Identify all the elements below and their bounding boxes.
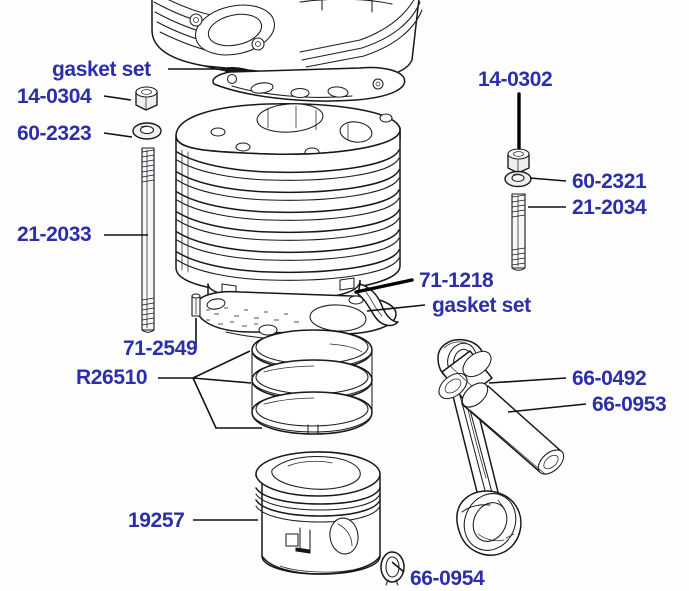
label-21-2033[interactable]: 21-2033 bbox=[17, 223, 92, 246]
leader-71-1218 bbox=[354, 278, 414, 294]
leader-14-0304 bbox=[103, 95, 132, 101]
head-gasket bbox=[212, 66, 406, 102]
leader-gasket-set-base bbox=[366, 304, 426, 312]
label-66-0492[interactable]: 66-0492 bbox=[572, 367, 647, 390]
stud-thread-top bbox=[141, 149, 155, 183]
nut-right bbox=[507, 148, 530, 174]
stud-thread-bottom bbox=[141, 297, 155, 326]
piston-ring-3 bbox=[251, 391, 373, 435]
leader-60-2321 bbox=[529, 177, 567, 182]
short-stud-thread-bottom bbox=[511, 247, 526, 266]
label-14-0302[interactable]: 14-0302 bbox=[478, 68, 553, 91]
cylinder-head bbox=[151, 0, 423, 87]
leader-66-0954 bbox=[391, 561, 405, 573]
leader-66-0492 bbox=[488, 377, 567, 384]
short-stud bbox=[504, 148, 532, 271]
part-labels: gasket set 14-0304 60-2323 21-2033 71-25… bbox=[17, 58, 667, 590]
leader-60-2323 bbox=[103, 132, 133, 138]
label-66-0954[interactable]: 66-0954 bbox=[410, 567, 485, 590]
piston-rings bbox=[251, 329, 373, 435]
label-gasket-set-top[interactable]: gasket set bbox=[52, 58, 152, 81]
piston bbox=[255, 451, 381, 575]
short-stud-thread-top bbox=[511, 194, 526, 218]
label-71-2549[interactable]: 71-2549 bbox=[123, 337, 198, 360]
cylinder-fins bbox=[176, 149, 400, 281]
circlip bbox=[380, 551, 405, 586]
label-R26510[interactable]: R26510 bbox=[76, 366, 148, 389]
base-gasket bbox=[195, 283, 399, 341]
gasket-texture bbox=[206, 307, 299, 327]
head-nut bbox=[135, 86, 158, 111]
gudgeon-pin bbox=[461, 382, 565, 475]
label-21-2034[interactable]: 21-2034 bbox=[572, 196, 647, 219]
label-19257[interactable]: 19257 bbox=[128, 509, 185, 532]
label-66-0953[interactable]: 66-0953 bbox=[592, 393, 667, 416]
leader-66-0953 bbox=[507, 403, 587, 413]
washer-right bbox=[504, 170, 532, 188]
dowel-pin bbox=[191, 293, 201, 317]
label-60-2323[interactable]: 60-2323 bbox=[17, 122, 92, 145]
label-14-0304[interactable]: 14-0304 bbox=[17, 85, 92, 108]
leader-lines bbox=[103, 68, 587, 573]
label-gasket-set-base[interactable]: gasket set bbox=[432, 294, 532, 317]
label-71-1218[interactable]: 71-1218 bbox=[419, 269, 494, 292]
long-stud bbox=[132, 86, 162, 333]
leader-R26510 bbox=[158, 350, 262, 429]
label-60-2321[interactable]: 60-2321 bbox=[572, 170, 647, 193]
washer-left bbox=[132, 122, 162, 140]
